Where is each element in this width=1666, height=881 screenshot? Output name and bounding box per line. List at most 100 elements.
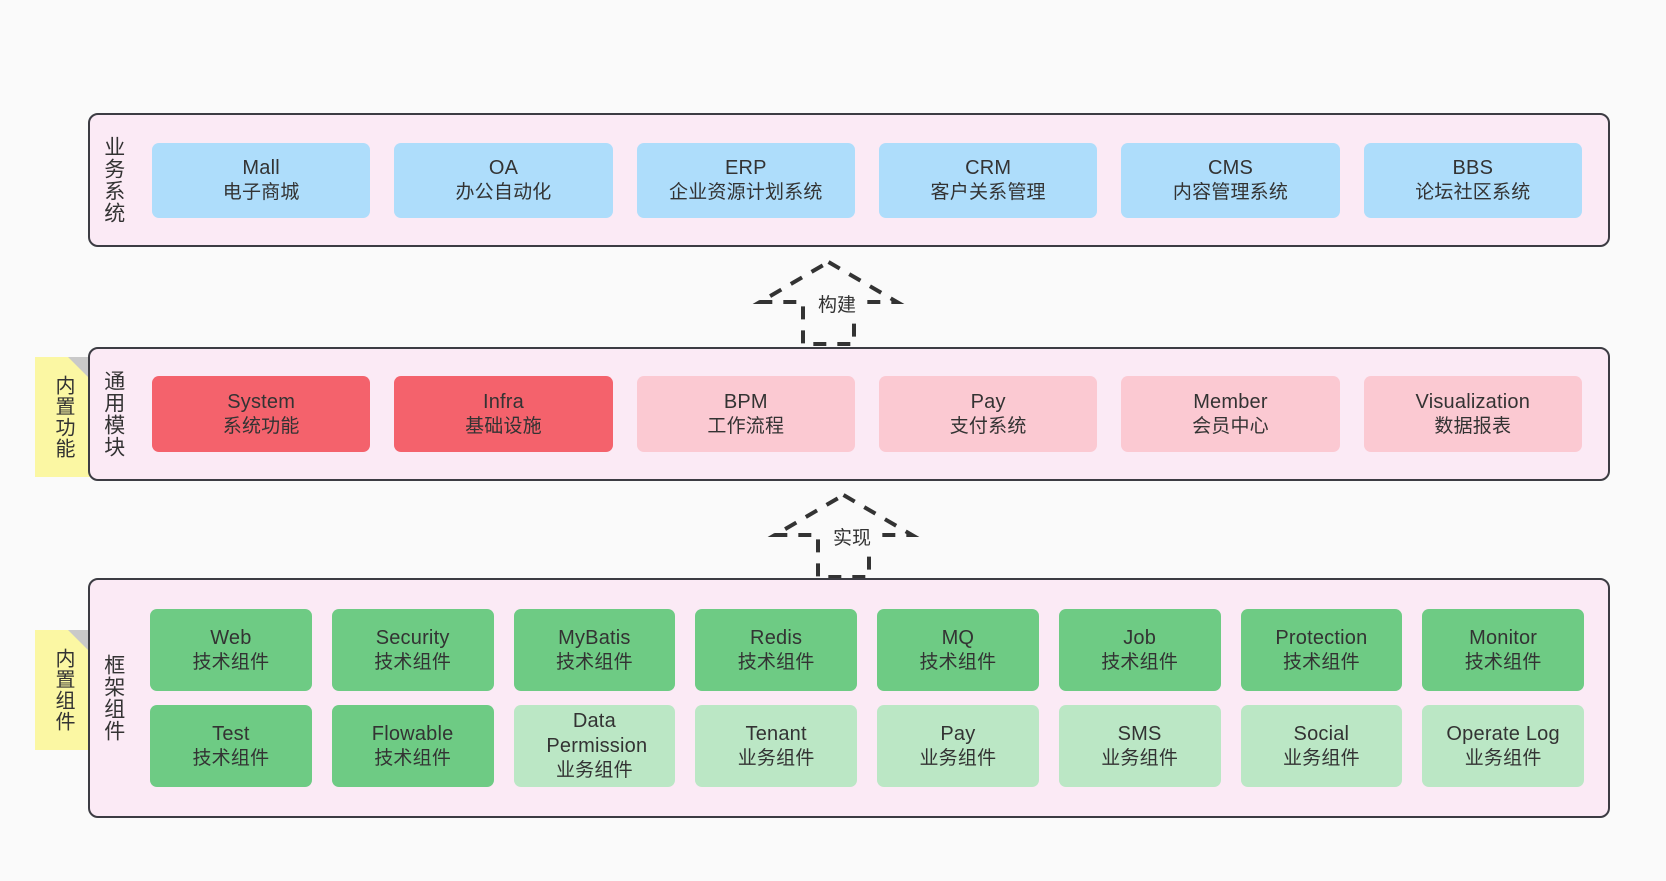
card-infra[interactable]: Infra 基础设施 xyxy=(394,376,613,452)
card-title: Visualization xyxy=(1415,390,1531,413)
card-subtitle: 内容管理系统 xyxy=(1172,181,1289,203)
card-title: ERP xyxy=(724,156,767,179)
card-subtitle: 技术组件 xyxy=(1282,651,1360,673)
card-subtitle: 技术组件 xyxy=(1101,651,1179,673)
card-job[interactable]: Job 技术组件 xyxy=(1058,609,1221,691)
card-mall[interactable]: Mall 电子商城 xyxy=(152,142,371,218)
card-subtitle: 业务组件 xyxy=(555,760,633,782)
card-web[interactable]: Web 技术组件 xyxy=(150,609,312,691)
layer-business-systems: 业务系统 Mall 电子商城 OA 办公自动化 ERP 企业资源计划系统 CRM… xyxy=(88,113,1610,247)
card-title: Job xyxy=(1123,626,1157,649)
layer-label-framework-components: 框架组件 xyxy=(101,654,125,742)
card-title: Pay xyxy=(940,722,976,745)
card-subtitle: 业务组件 xyxy=(1282,747,1360,769)
card-mq[interactable]: MQ 技术组件 xyxy=(877,609,1039,691)
card-title: CRM xyxy=(965,156,1012,179)
note-builtin-components: 内置组件 xyxy=(35,630,90,750)
card-subtitle: 工作流程 xyxy=(707,415,785,437)
card-title: Social xyxy=(1293,722,1350,745)
card-subtitle: 系统功能 xyxy=(222,415,300,437)
card-test[interactable]: Test 技术组件 xyxy=(150,705,312,787)
card-visualization[interactable]: Visualization 数据报表 xyxy=(1363,376,1582,452)
card-data-permission[interactable]: Data Permission 业务组件 xyxy=(513,705,676,787)
connector-implement-label: 实现 xyxy=(831,523,874,550)
card-flowable[interactable]: Flowable 技术组件 xyxy=(331,705,494,787)
card-cms[interactable]: CMS 内容管理系统 xyxy=(1121,142,1340,218)
card-subtitle: 客户关系管理 xyxy=(930,181,1046,203)
card-subtitle: 业务组件 xyxy=(1101,747,1179,769)
card-title: Pay xyxy=(970,390,1006,413)
card-subtitle: 业务组件 xyxy=(919,747,997,769)
card-subtitle: 技术组件 xyxy=(374,651,452,673)
card-title: Data Permission xyxy=(546,710,648,758)
card-title: Tenant xyxy=(745,722,807,745)
card-title: MyBatis xyxy=(558,626,631,649)
card-title: Member xyxy=(1193,390,1268,413)
card-tenant[interactable]: Tenant 业务组件 xyxy=(695,705,857,787)
card-title: Flowable xyxy=(371,722,454,745)
card-subtitle: 企业资源计划系统 xyxy=(669,181,823,203)
layer-items-common-modules: System 系统功能 Infra 基础设施 BPM 工作流程 Pay 支付系统… xyxy=(136,349,1608,479)
note-fold-corner-icon xyxy=(68,630,90,652)
card-oa[interactable]: OA 办公自动化 xyxy=(394,142,613,218)
card-title: OA xyxy=(488,156,519,179)
framework-row-business: Test 技术组件 Flowable 技术组件 Data Permission … xyxy=(140,705,1594,787)
card-subtitle: 技术组件 xyxy=(555,651,633,673)
card-title: SMS xyxy=(1117,722,1162,745)
card-subtitle: 业务组件 xyxy=(737,747,815,769)
card-title: Operate Log xyxy=(1446,722,1560,745)
card-redis[interactable]: Redis 技术组件 xyxy=(695,609,857,691)
note-fold-corner-icon xyxy=(68,357,90,379)
card-mybatis[interactable]: MyBatis 技术组件 xyxy=(513,609,676,691)
card-subtitle: 技术组件 xyxy=(374,747,452,769)
card-sms[interactable]: SMS 业务组件 xyxy=(1058,705,1221,787)
card-subtitle: 业务组件 xyxy=(1464,747,1542,769)
card-member[interactable]: Member 会员中心 xyxy=(1121,376,1340,452)
card-protection[interactable]: Protection 技术组件 xyxy=(1240,609,1403,691)
card-title: Security xyxy=(375,626,450,649)
card-monitor[interactable]: Monitor 技术组件 xyxy=(1422,609,1584,691)
card-bbs[interactable]: BBS 论坛社区系统 xyxy=(1363,142,1582,218)
card-social[interactable]: Social 业务组件 xyxy=(1240,705,1403,787)
layer-label-common-modules: 通用模块 xyxy=(101,370,125,458)
card-title: MQ xyxy=(941,626,975,649)
card-title: Redis xyxy=(750,626,803,649)
card-title: System xyxy=(227,390,296,413)
card-title: Web xyxy=(210,626,252,649)
note-label: 内置组件 xyxy=(52,648,74,732)
card-subtitle: 会员中心 xyxy=(1192,415,1269,437)
layer-label-business-systems: 业务系统 xyxy=(101,136,125,224)
layer-items-framework-components: Web 技术组件 Security 技术组件 MyBatis 技术组件 Redi… xyxy=(136,580,1608,816)
layer-items-business-systems: Mall 电子商城 OA 办公自动化 ERP 企业资源计划系统 CRM 客户关系… xyxy=(136,115,1608,245)
note-label: 内置功能 xyxy=(52,375,74,459)
card-title: BPM xyxy=(723,390,768,413)
card-subtitle: 基础设施 xyxy=(465,415,542,437)
card-subtitle: 技术组件 xyxy=(1464,651,1542,673)
card-operate-log[interactable]: Operate Log 业务组件 xyxy=(1422,705,1584,787)
card-subtitle: 办公自动化 xyxy=(455,181,552,203)
card-title: CMS xyxy=(1207,156,1253,179)
card-title: Monitor xyxy=(1469,626,1538,649)
connector-implement: 实现 xyxy=(767,491,920,581)
card-system[interactable]: System 系统功能 xyxy=(152,376,371,452)
connector-build-label: 构建 xyxy=(816,290,859,317)
card-crm[interactable]: CRM 客户关系管理 xyxy=(878,142,1098,218)
card-pay[interactable]: Pay 支付系统 xyxy=(878,376,1098,452)
connector-build: 构建 xyxy=(752,258,905,348)
card-security[interactable]: Security 技术组件 xyxy=(331,609,494,691)
card-title: Mall xyxy=(242,156,280,179)
card-subtitle: 技术组件 xyxy=(737,651,815,673)
card-subtitle: 技术组件 xyxy=(919,651,997,673)
layer-framework-components: 框架组件 Web 技术组件 Security 技术组件 MyBatis 技术组件… xyxy=(88,578,1610,818)
card-pay-component[interactable]: Pay 业务组件 xyxy=(877,705,1039,787)
card-subtitle: 技术组件 xyxy=(192,747,270,769)
card-subtitle: 支付系统 xyxy=(949,415,1027,437)
card-erp[interactable]: ERP 企业资源计划系统 xyxy=(636,142,855,218)
layer-common-modules: 通用模块 System 系统功能 Infra 基础设施 BPM 工作流程 Pay… xyxy=(88,347,1610,481)
card-subtitle: 数据报表 xyxy=(1434,415,1512,437)
framework-row-technical: Web 技术组件 Security 技术组件 MyBatis 技术组件 Redi… xyxy=(140,609,1594,691)
card-bpm[interactable]: BPM 工作流程 xyxy=(636,376,855,452)
card-subtitle: 技术组件 xyxy=(192,651,270,673)
card-title: Test xyxy=(212,722,250,745)
note-builtin-features: 内置功能 xyxy=(35,357,90,477)
